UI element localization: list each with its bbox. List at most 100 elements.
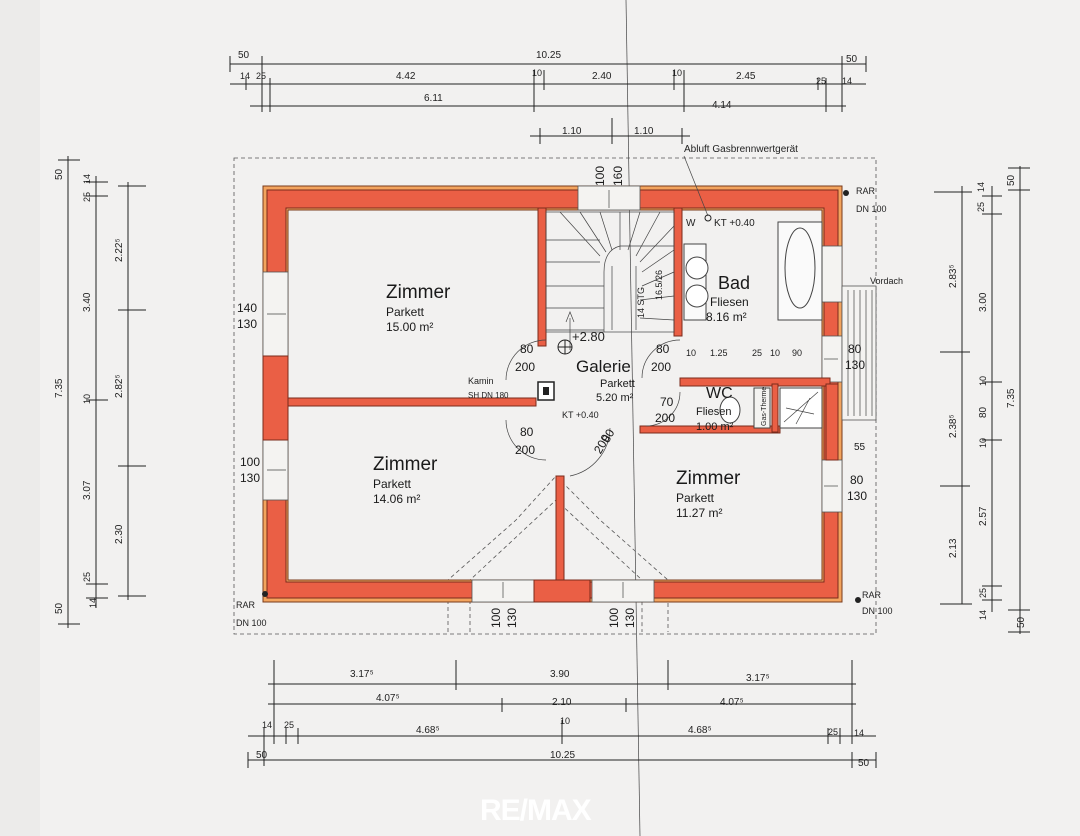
svg-text:14: 14 xyxy=(978,610,988,620)
axis-line xyxy=(625,0,641,836)
svg-text:4.07⁵: 4.07⁵ xyxy=(376,693,400,704)
svg-text:10: 10 xyxy=(532,68,542,78)
svg-text:55: 55 xyxy=(854,442,866,453)
svg-text:2.10: 2.10 xyxy=(552,697,572,708)
room-zimmer-3: Zimmer Parkett 11.27 m² xyxy=(676,468,741,520)
svg-text:2.38⁵: 2.38⁵ xyxy=(948,414,959,438)
staircase xyxy=(545,211,675,350)
svg-text:DN 100: DN 100 xyxy=(862,606,893,616)
room-bad: Bad Fliesen 8.16 m² xyxy=(706,273,750,324)
svg-text:2.45: 2.45 xyxy=(736,71,756,82)
room-galerie: Galerie Parkett 5.20 m² xyxy=(576,357,635,404)
svg-text:10: 10 xyxy=(686,348,696,358)
bath-fixtures xyxy=(683,221,877,429)
svg-text:Vordach: Vordach xyxy=(870,276,903,286)
annotations: Abluft Gasbrennwertgerät KT +0.40 KT +0.… xyxy=(236,144,903,628)
svg-text:10.25: 10.25 xyxy=(550,750,575,761)
svg-text:130: 130 xyxy=(847,489,867,503)
svg-text:Parkett: Parkett xyxy=(386,305,425,319)
svg-text:4.14: 4.14 xyxy=(712,100,732,111)
svg-text:W: W xyxy=(686,218,696,229)
svg-text:2.83⁵: 2.83⁵ xyxy=(948,264,959,288)
svg-text:25: 25 xyxy=(82,572,92,582)
svg-text:5.20 m²: 5.20 m² xyxy=(596,392,634,404)
svg-text:2.13: 2.13 xyxy=(948,538,959,558)
svg-text:130: 130 xyxy=(237,317,257,331)
svg-text:RAR: RAR xyxy=(236,600,256,610)
interior-walls xyxy=(262,207,839,603)
svg-text:KT +0.40: KT +0.40 xyxy=(714,218,755,229)
svg-text:KT +0.40: KT +0.40 xyxy=(562,410,599,420)
svg-text:3.90: 3.90 xyxy=(550,669,570,680)
svg-text:50: 50 xyxy=(54,168,65,180)
svg-text:25: 25 xyxy=(978,588,988,598)
svg-text:25: 25 xyxy=(284,720,294,730)
svg-text:50: 50 xyxy=(256,750,268,761)
svg-text:130: 130 xyxy=(505,608,519,628)
svg-text:10.25: 10.25 xyxy=(536,50,561,61)
svg-text:100: 100 xyxy=(489,608,503,628)
svg-text:3.17⁵: 3.17⁵ xyxy=(350,669,374,680)
svg-text:90: 90 xyxy=(792,348,802,358)
svg-text:50: 50 xyxy=(238,50,250,61)
svg-text:100: 100 xyxy=(240,455,260,469)
svg-text:Parkett: Parkett xyxy=(600,378,635,390)
svg-text:1.25: 1.25 xyxy=(710,348,728,358)
svg-text:80: 80 xyxy=(850,473,864,487)
svg-text:25: 25 xyxy=(976,202,986,212)
svg-text:4.68⁵: 4.68⁵ xyxy=(416,725,440,736)
svg-text:3.40: 3.40 xyxy=(82,292,93,312)
svg-text:50: 50 xyxy=(1016,616,1027,628)
room-wc: WC Fliesen 1.00 m² xyxy=(696,385,734,433)
svg-text:80: 80 xyxy=(599,426,618,445)
svg-text:25: 25 xyxy=(816,76,826,86)
svg-text:14.06 m²: 14.06 m² xyxy=(373,492,420,506)
svg-text:SH DN 180: SH DN 180 xyxy=(468,391,509,400)
svg-text:50: 50 xyxy=(1006,174,1017,186)
svg-text:50: 50 xyxy=(858,758,870,769)
svg-text:14: 14 xyxy=(240,71,250,81)
svg-text:Parkett: Parkett xyxy=(373,477,412,491)
svg-text:10: 10 xyxy=(672,68,682,78)
svg-text:80: 80 xyxy=(978,406,989,418)
svg-text:Fliesen: Fliesen xyxy=(710,295,749,309)
svg-text:2.22⁵: 2.22⁵ xyxy=(114,238,125,262)
svg-text:25: 25 xyxy=(256,71,266,81)
dimensions-left: 50 14 25 2.22⁵ 3.40 7.35 10 2.82⁵ 3.07 2… xyxy=(54,156,146,628)
door-swings xyxy=(505,339,681,477)
svg-text:10: 10 xyxy=(770,348,780,358)
svg-text:14: 14 xyxy=(82,174,92,184)
svg-text:200: 200 xyxy=(515,360,535,374)
svg-text:50: 50 xyxy=(54,602,65,614)
svg-text:Zimmer: Zimmer xyxy=(373,454,438,475)
svg-text:Abluft Gasbrennwertgerät: Abluft Gasbrennwertgerät xyxy=(684,144,798,155)
svg-text:70: 70 xyxy=(660,395,674,409)
room-zimmer-2: Zimmer Parkett 14.06 m² xyxy=(373,454,438,506)
svg-text:50: 50 xyxy=(846,54,858,65)
svg-text:Bad: Bad xyxy=(718,273,750,293)
svg-text:14: 14 xyxy=(262,720,272,730)
svg-text:RAR: RAR xyxy=(856,186,876,196)
svg-text:4.68⁵: 4.68⁵ xyxy=(688,725,712,736)
svg-text:80: 80 xyxy=(520,342,534,356)
svg-text:2.40: 2.40 xyxy=(592,71,612,82)
svg-text:200: 200 xyxy=(651,360,671,374)
svg-text:130: 130 xyxy=(623,608,637,628)
svg-text:140: 140 xyxy=(237,301,257,315)
svg-text:+2.80: +2.80 xyxy=(572,329,605,344)
svg-text:6.11: 6.11 xyxy=(424,93,443,104)
svg-text:16.5/26: 16.5/26 xyxy=(654,270,664,300)
svg-text:3.00: 3.00 xyxy=(978,292,989,312)
svg-text:80: 80 xyxy=(656,342,670,356)
svg-text:DN 100: DN 100 xyxy=(856,204,887,214)
svg-text:3.07: 3.07 xyxy=(82,480,93,500)
svg-text:4.07⁵: 4.07⁵ xyxy=(720,697,744,708)
svg-text:2.57: 2.57 xyxy=(978,506,989,526)
svg-text:130: 130 xyxy=(240,471,260,485)
svg-text:14: 14 xyxy=(842,76,852,86)
svg-text:11.27 m²: 11.27 m² xyxy=(676,506,722,520)
svg-text:Fliesen: Fliesen xyxy=(696,406,731,418)
svg-text:14: 14 xyxy=(88,598,98,608)
